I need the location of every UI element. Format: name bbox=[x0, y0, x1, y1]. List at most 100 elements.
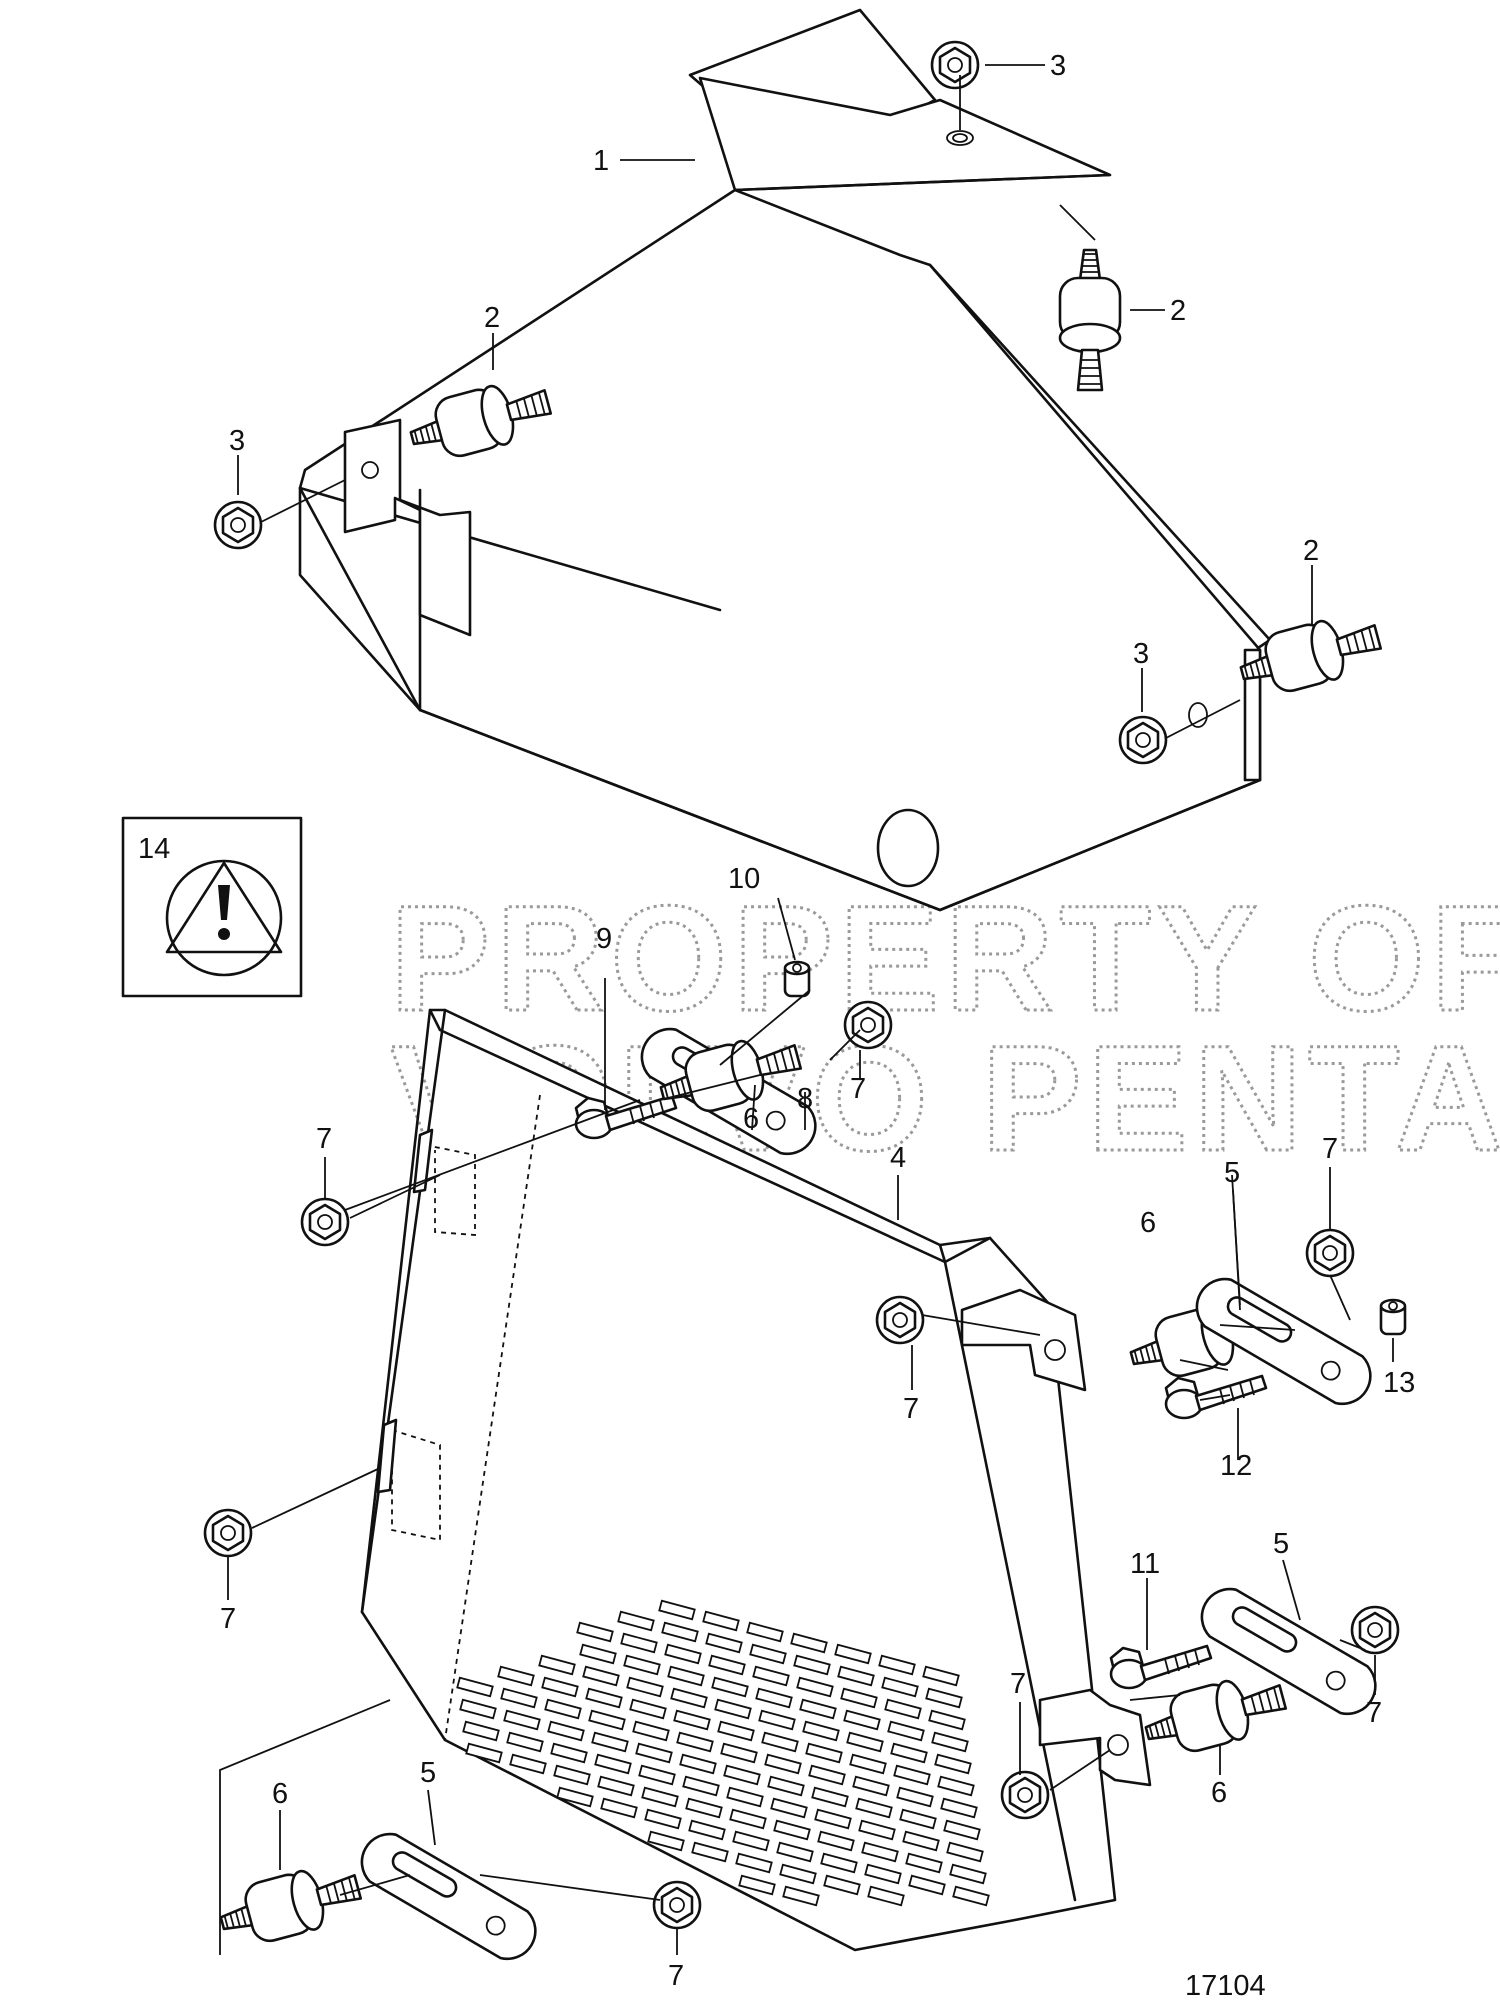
louvre-slot bbox=[805, 1742, 843, 1764]
louvre-slot bbox=[749, 1643, 787, 1665]
louvre-slot bbox=[940, 1797, 978, 1819]
louvre-slot bbox=[738, 1874, 776, 1896]
louvre-slot bbox=[881, 1676, 919, 1698]
callout-6-right-bottom: 6 bbox=[1211, 1777, 1227, 1809]
louvre-slot bbox=[887, 1720, 925, 1742]
callout-7-cover: 7 bbox=[903, 1393, 919, 1425]
louvre-slot bbox=[670, 1687, 708, 1709]
louvre-slot bbox=[834, 1643, 872, 1665]
nut-7-left-mid bbox=[203, 1508, 253, 1558]
louvre-slot bbox=[943, 1819, 981, 1841]
louvre-slot bbox=[497, 1665, 535, 1687]
louvre-slot bbox=[840, 1687, 878, 1709]
sleeve-13 bbox=[1379, 1298, 1407, 1336]
louvre-slot bbox=[890, 1742, 928, 1764]
louvre-slot bbox=[764, 1753, 802, 1775]
louvre-slot bbox=[720, 1742, 758, 1764]
louvre-slot bbox=[808, 1764, 846, 1786]
louvre-slot bbox=[547, 1720, 585, 1742]
louvre-slot bbox=[922, 1665, 960, 1687]
louvre-slot bbox=[802, 1720, 840, 1742]
callout-7-bottom-right: 7 bbox=[1010, 1668, 1026, 1700]
louvre-slot bbox=[667, 1665, 705, 1687]
louvre-slot bbox=[594, 1753, 632, 1775]
callout-2-left: 2 bbox=[484, 302, 500, 334]
callout-8: 8 bbox=[797, 1083, 813, 1115]
louvre-slot bbox=[884, 1698, 922, 1720]
callout-7-center: 7 bbox=[850, 1073, 866, 1105]
louvre-slot bbox=[702, 1610, 740, 1632]
nut-7-bottom bbox=[652, 1880, 702, 1930]
louvre-slot bbox=[855, 1797, 893, 1819]
warning-box: 14 bbox=[121, 816, 303, 998]
louvre-slot bbox=[647, 1830, 685, 1852]
louvre-grid bbox=[456, 1599, 990, 1907]
callout-13: 13 bbox=[1383, 1367, 1415, 1399]
louvre-slot bbox=[617, 1610, 655, 1632]
louvre-slot bbox=[732, 1830, 770, 1852]
louvre-slot bbox=[673, 1709, 711, 1731]
louvre-slot bbox=[708, 1654, 746, 1676]
louvre-slot bbox=[758, 1709, 796, 1731]
louvre-slot bbox=[456, 1676, 494, 1698]
callout-5-bottom: 5 bbox=[420, 1757, 436, 1789]
louvre-slot bbox=[735, 1852, 773, 1874]
louvre-slot bbox=[588, 1709, 626, 1731]
louvre-slot bbox=[506, 1731, 544, 1753]
callout-3-top: 3 bbox=[1050, 50, 1066, 82]
louvre-slot bbox=[661, 1621, 699, 1643]
louvre-slot bbox=[902, 1830, 940, 1852]
louvre-slot bbox=[576, 1621, 614, 1643]
callout-2-right: 2 bbox=[1303, 535, 1319, 567]
louvre-slot bbox=[952, 1885, 990, 1907]
louvre-slot bbox=[934, 1753, 972, 1775]
callout-11: 11 bbox=[1130, 1548, 1160, 1580]
louvre-slot bbox=[861, 1841, 899, 1863]
louvre-slot bbox=[899, 1808, 937, 1830]
louvre-slot bbox=[776, 1841, 814, 1863]
louvre-slot bbox=[817, 1830, 855, 1852]
louvre-slot bbox=[629, 1698, 667, 1720]
nut-3-right bbox=[1118, 715, 1168, 765]
callouts: 1 3 2 2 3 2 3 10 9 7 6 8 7 4 7 5 6 13 12… bbox=[220, 50, 1415, 2002]
callout-7-bottom: 7 bbox=[668, 1960, 684, 1992]
nut-7-center bbox=[843, 1000, 893, 1050]
louvre-slot bbox=[799, 1698, 837, 1720]
callout-4: 4 bbox=[890, 1142, 906, 1174]
louvre-slot bbox=[843, 1709, 881, 1731]
callout-5-right-bottom: 5 bbox=[1273, 1528, 1289, 1560]
louvre-slot bbox=[541, 1676, 579, 1698]
louvre-slot bbox=[893, 1764, 931, 1786]
louvre-slot bbox=[761, 1731, 799, 1753]
louvre-slot bbox=[638, 1764, 676, 1786]
louvre-slot bbox=[553, 1764, 591, 1786]
callout-2-top-right: 2 bbox=[1170, 295, 1186, 327]
louvre-slot bbox=[711, 1676, 749, 1698]
louvre-slot bbox=[867, 1885, 905, 1907]
louvre-slot bbox=[931, 1731, 969, 1753]
louvre-slot bbox=[682, 1775, 720, 1797]
louvre-slot bbox=[949, 1863, 987, 1885]
louvre-slot bbox=[509, 1753, 547, 1775]
nut-7-left-top bbox=[300, 1197, 350, 1247]
louvre-slot bbox=[779, 1863, 817, 1885]
warning-icon bbox=[218, 885, 230, 940]
louvre-slot bbox=[837, 1665, 875, 1687]
louvre-slot bbox=[550, 1742, 588, 1764]
louvre-slot bbox=[691, 1841, 729, 1863]
upper-bracket bbox=[298, 8, 1272, 912]
louvre-slot bbox=[767, 1775, 805, 1797]
louvre-slot bbox=[679, 1753, 717, 1775]
louvre-slot bbox=[823, 1874, 861, 1896]
louvre-slot bbox=[849, 1753, 887, 1775]
mount-6-bottom bbox=[213, 1856, 367, 1954]
louvre-slot bbox=[773, 1819, 811, 1841]
louvre-slot bbox=[908, 1874, 946, 1896]
louvre-slot bbox=[597, 1775, 635, 1797]
louvre-slot bbox=[579, 1643, 617, 1665]
louvre-slot bbox=[937, 1775, 975, 1797]
louvre-slot bbox=[705, 1632, 743, 1654]
louvre-slot bbox=[814, 1808, 852, 1830]
callout-1: 1 bbox=[593, 145, 609, 177]
